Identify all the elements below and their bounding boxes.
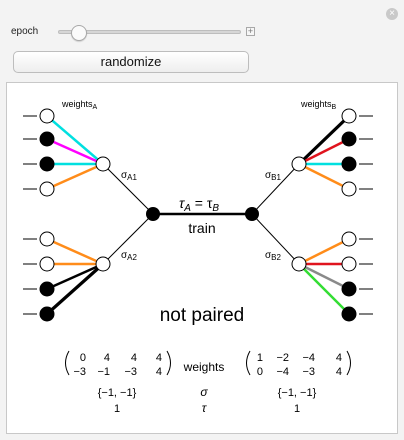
matrix-a-left-bracket xyxy=(65,350,70,376)
matrix-a-right-bracket xyxy=(166,350,171,376)
matrix-b-right-bracket xyxy=(346,350,351,376)
weight-edge-b-4 xyxy=(298,237,350,266)
input-node-b-2 xyxy=(341,156,357,172)
matrix-a-r0c3: 4 xyxy=(156,352,162,364)
edge-a1-out xyxy=(102,163,154,215)
input-node-b-1 xyxy=(341,131,357,147)
epoch-label: epoch xyxy=(11,26,39,37)
matrix-b: 1 −2 −4 4 0 −4 −3 4 xyxy=(246,350,351,378)
output-node-b xyxy=(245,207,259,221)
matrix-a-r0c1: 4 xyxy=(104,352,110,364)
weights-b-label: weightsB xyxy=(300,99,337,111)
weight-edge-b-1 xyxy=(298,137,350,166)
sigma-a-value: {−1, −1} xyxy=(98,387,137,399)
weight-edge-a-6 xyxy=(46,262,104,291)
weight-edge-b-0 xyxy=(297,114,351,166)
matrix-a-r1c1: −1 xyxy=(97,366,110,378)
output-panel: weightsA weightsB σA1 σA2 σB1 σB2 τA = τ… xyxy=(6,82,398,434)
matrix-a-r1c2: −3 xyxy=(124,366,137,378)
input-node-a-3 xyxy=(39,181,55,197)
weight-edge-a-7 xyxy=(45,262,105,316)
matrix-b-r1c0: 0 xyxy=(257,366,263,378)
matrix-b-r1c3: 4 xyxy=(336,366,342,378)
weight-edge-b-3 xyxy=(298,162,350,191)
input-node-a-4 xyxy=(39,231,55,247)
weight-edge-b-7 xyxy=(298,263,350,315)
hidden-node-a2 xyxy=(95,256,111,272)
matrix-b-r0c0: 1 xyxy=(257,352,263,364)
input-node-b-0 xyxy=(341,108,357,124)
sigma-a1-label: σA1 xyxy=(121,170,138,182)
tau-b-value: 1 xyxy=(294,403,300,415)
tau-a-value: 1 xyxy=(114,403,120,415)
input-node-a-1 xyxy=(39,131,55,147)
input-node-a-2 xyxy=(39,156,55,172)
randomize-button[interactable]: randomize xyxy=(13,51,249,73)
close-icon[interactable]: × xyxy=(386,8,398,20)
weight-edge-a-4 xyxy=(46,237,104,266)
matrix-a: 0 4 4 4 −3 −1 −3 4 xyxy=(65,350,171,378)
hidden-node-b2 xyxy=(291,256,307,272)
weights-row-label: weights xyxy=(183,360,225,374)
matrix-b-r1c2: −3 xyxy=(302,366,315,378)
slider-expand-icon[interactable]: + xyxy=(246,26,255,36)
weight-edge-a-3 xyxy=(46,162,104,191)
pairing-status: not paired xyxy=(160,305,245,326)
nodes-layer xyxy=(39,108,357,322)
hidden-node-a1 xyxy=(95,156,111,172)
matrix-a-r1c3: 4 xyxy=(156,366,162,378)
edge-a2-out xyxy=(102,213,154,265)
input-node-b-7 xyxy=(341,306,357,322)
output-node-a xyxy=(146,207,160,221)
train-label: train xyxy=(188,220,215,236)
sigma-row-label: σ xyxy=(200,385,208,399)
sigma-b-value: {−1, −1} xyxy=(278,387,317,399)
edge-b1-out xyxy=(251,163,300,215)
weight-edge-b-6 xyxy=(298,262,350,291)
sigma-b1-label: σB1 xyxy=(265,170,282,182)
input-node-a-0 xyxy=(39,108,55,124)
matrix-b-r0c3: 4 xyxy=(336,352,342,364)
sigma-b2-label: σB2 xyxy=(265,250,282,262)
tau-row-label: τ xyxy=(202,401,208,415)
matrix-b-r0c2: −4 xyxy=(302,352,315,364)
weights-a-label: weightsA xyxy=(61,99,98,111)
tree-parity-machine-diagram: weightsA weightsB σA1 σA2 σB1 σB2 τA = τ… xyxy=(23,99,373,415)
input-node-a-5 xyxy=(39,256,55,272)
input-node-a-7 xyxy=(39,306,55,322)
input-node-a-6 xyxy=(39,281,55,297)
epoch-slider-thumb[interactable] xyxy=(71,25,88,41)
matrix-b-r1c1: −4 xyxy=(276,366,289,378)
input-node-b-5 xyxy=(341,256,357,272)
input-node-b-6 xyxy=(341,281,357,297)
edge-b2-out xyxy=(251,213,300,265)
sigma-a2-label: σA2 xyxy=(121,250,138,262)
matrix-b-left-bracket xyxy=(246,350,251,376)
hidden-node-b1 xyxy=(291,156,307,172)
weight-edge-a-1 xyxy=(46,137,104,166)
matrix-a-r0c2: 4 xyxy=(131,352,137,364)
input-node-b-3 xyxy=(341,181,357,197)
epoch-slider-track[interactable] xyxy=(58,30,241,34)
input-node-b-4 xyxy=(341,231,357,247)
edges-layer xyxy=(23,114,373,316)
matrix-a-r0c0: 0 xyxy=(80,352,86,364)
weight-edge-a-0 xyxy=(46,115,104,165)
matrix-a-r1c0: −3 xyxy=(73,366,86,378)
tau-equation: τA = τB xyxy=(179,195,219,214)
matrix-b-r0c1: −2 xyxy=(276,352,289,364)
